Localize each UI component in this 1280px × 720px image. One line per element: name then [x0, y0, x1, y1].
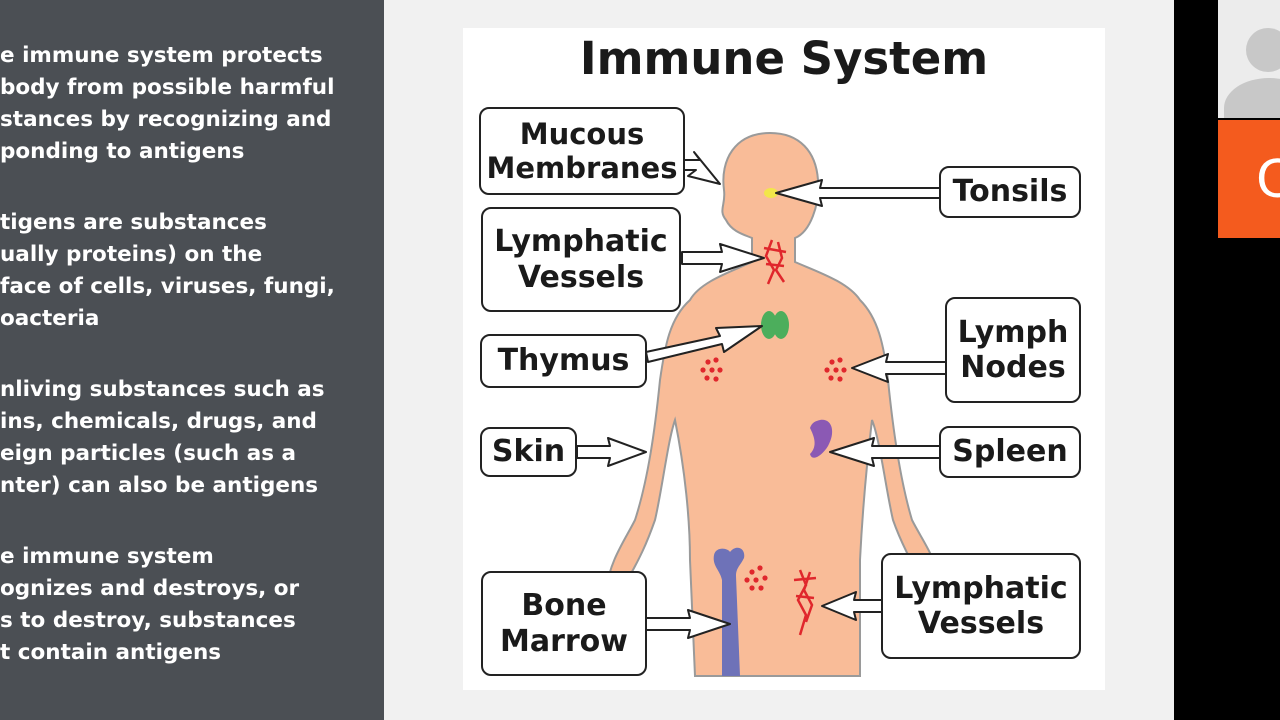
label-text: Thymus: [497, 343, 630, 379]
label-tonsils: Tonsils: [939, 166, 1081, 218]
label-text: Skin: [491, 434, 566, 470]
lymph-nodes-right: [824, 357, 847, 382]
neck-lymphatic-vessels: [763, 239, 787, 285]
bullet-line: face of cells, viruses, fungi,: [0, 274, 335, 299]
bullet-3: nliving substances such as ins, chemical…: [0, 374, 384, 502]
bullet-line: tigens are substances: [0, 210, 267, 235]
label-lymphatic-vessels-upper: Lymphatic Vessels: [481, 207, 681, 312]
label-skin: Skin: [480, 427, 577, 477]
bullet-line: body from possible harmful: [0, 75, 335, 100]
slide-text-panel: e immune system protects body from possi…: [0, 0, 384, 720]
lymph-nodes-groin: [744, 565, 768, 591]
label-spleen: Spleen: [939, 426, 1081, 478]
bullet-line: e immune system: [0, 544, 214, 569]
thymus-organ-lobe: [773, 311, 789, 339]
bullet-line: ognizes and destroys, or: [0, 576, 300, 601]
label-text: Lymphatic Vessels: [494, 224, 668, 295]
bullet-line: nter) can also be antigens: [0, 473, 319, 498]
participant-initial-tile[interactable]: C: [1218, 120, 1280, 238]
label-thymus: Thymus: [480, 334, 647, 388]
arrow-mucous: [683, 151, 721, 185]
bullet-line: ins, chemicals, drugs, and: [0, 409, 317, 434]
figure-title: Immune System: [579, 32, 989, 85]
arrow-skin: [576, 437, 647, 467]
bullet-line: s to destroy, substances: [0, 608, 296, 633]
bullet-line: e immune system protects: [0, 43, 323, 68]
bullet-line: oacteria: [0, 306, 100, 331]
bullet-line: nliving substances such as: [0, 377, 325, 402]
bone-organ: [713, 547, 745, 676]
label-text: Mucous Membranes: [486, 116, 678, 185]
label-mucous-membranes: Mucous Membranes: [479, 107, 685, 195]
label-text: Tonsils: [952, 174, 1068, 210]
thymus-organ: [761, 311, 777, 339]
participant-video-tile[interactable]: [1218, 0, 1280, 118]
label-lymph-nodes: Lymph Nodes: [945, 297, 1081, 403]
bullet-line: ually proteins) on the: [0, 242, 263, 267]
label-text: Bone Marrow: [499, 588, 628, 659]
participant-initial: C: [1256, 150, 1280, 210]
lymph-nodes-left: [700, 357, 723, 382]
body-silhouette: [604, 131, 944, 677]
spleen-organ: [810, 419, 833, 458]
label-text: Lymph Nodes: [957, 314, 1069, 385]
user-avatar-body: [1224, 78, 1280, 118]
arrow-lymphatic-upper: [681, 243, 765, 273]
label-text: Spleen: [952, 434, 1068, 470]
bullet-line: eign particles (such as a: [0, 441, 297, 466]
bullet-line: t contain antigens: [0, 640, 222, 665]
leg-lymphatic-vessels: [793, 569, 817, 636]
label-text: Lymphatic Vessels: [894, 570, 1068, 641]
bullet-1: e immune system protects body from possi…: [0, 40, 384, 168]
arrow-tonsils: [775, 179, 941, 207]
bullet-2: tigens are substances ually proteins) on…: [0, 207, 384, 335]
arrow-lymphatic-lower: [821, 591, 885, 621]
arrow-spleen: [829, 437, 941, 467]
tonsils-organ: [764, 188, 778, 198]
bullet-line: stances by recognizing and: [0, 107, 332, 132]
label-bone-marrow: Bone Marrow: [481, 571, 647, 676]
arrow-thymus: [645, 325, 763, 363]
arrow-lymph-nodes: [851, 353, 947, 383]
label-lymphatic-vessels-lower: Lymphatic Vessels: [881, 553, 1081, 659]
bullet-line: ponding to antigens: [0, 139, 245, 164]
arrow-bone-marrow: [645, 609, 731, 639]
user-avatar-icon: [1246, 28, 1280, 72]
bullet-4: e immune system ognizes and destroys, or…: [0, 541, 384, 669]
